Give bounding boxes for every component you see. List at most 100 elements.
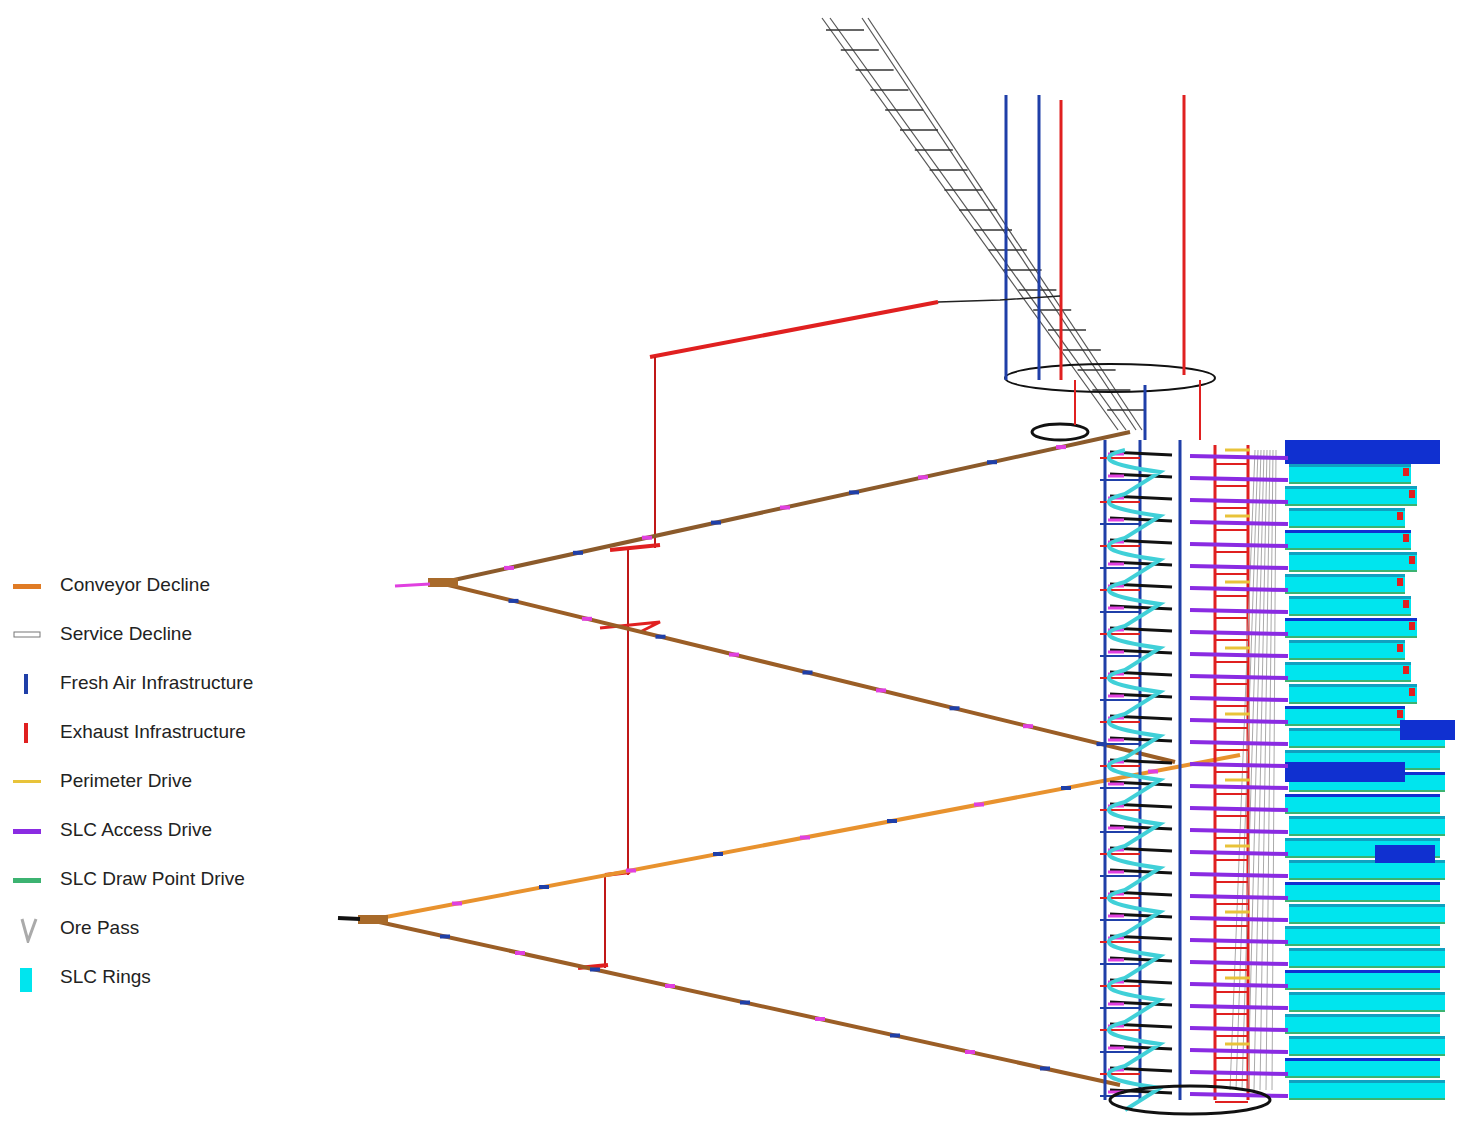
vent-drive xyxy=(1215,859,1248,861)
decline-marker xyxy=(890,1034,900,1038)
fresh-air-raise xyxy=(1139,440,1142,1100)
decline-marker xyxy=(849,490,859,494)
perimeter-drive xyxy=(1225,647,1250,650)
draw-point-drive xyxy=(1289,922,1445,924)
slc-ring xyxy=(1289,992,1445,1012)
portal-marker xyxy=(1108,915,1124,918)
vent-drive xyxy=(1215,947,1248,949)
slc-access-drive xyxy=(1190,896,1288,898)
legend-label: Exhaust Infrastructure xyxy=(60,721,246,743)
vent-drive xyxy=(1100,1051,1140,1053)
ramp-rung xyxy=(1092,389,1130,391)
vent-drive xyxy=(1100,1007,1140,1009)
decline-marker xyxy=(965,1050,975,1054)
legend-row: SLC Rings xyxy=(0,962,330,992)
vent-drive xyxy=(1100,853,1140,855)
legend-row: Fresh Air Infrastructure xyxy=(0,668,330,698)
vent-drive xyxy=(1100,985,1140,987)
slc-access-drive xyxy=(1190,918,1288,920)
draw-point-drive xyxy=(1285,592,1405,594)
ramp-rung xyxy=(915,149,953,151)
slc-ring xyxy=(1289,1080,1445,1100)
slc-access-drive xyxy=(1190,632,1288,634)
decline-marker xyxy=(887,819,897,823)
legend-row: Conveyor Decline xyxy=(0,570,330,600)
perimeter-drive xyxy=(1225,449,1250,452)
legend-row: SLC Access Drive xyxy=(0,815,330,845)
ring-edge xyxy=(1289,464,1411,467)
vent-drive xyxy=(1215,1101,1248,1103)
ring-edge xyxy=(1289,640,1405,643)
vent-drive xyxy=(1215,683,1248,685)
slc-ring xyxy=(1289,904,1445,924)
slc-ring xyxy=(1285,662,1411,682)
exhaust-point xyxy=(1397,512,1403,520)
slc-access-drive xyxy=(1190,808,1288,810)
slc-ring xyxy=(1285,486,1417,506)
ramp-rung xyxy=(1107,409,1145,411)
slc-access-drive xyxy=(1190,940,1288,942)
slc-access-drive xyxy=(1190,984,1288,986)
decline-marker xyxy=(974,803,984,807)
decline-marker xyxy=(582,617,592,621)
vent-drive xyxy=(1215,617,1248,619)
perimeter-drive xyxy=(1225,845,1250,848)
perimeter-drive xyxy=(1225,911,1250,914)
decline-marker xyxy=(504,566,514,570)
portal-marker xyxy=(1108,959,1124,962)
vent-drive xyxy=(1215,485,1248,487)
vent-drive xyxy=(1100,721,1140,723)
slc-ring xyxy=(1289,948,1445,968)
vent-drive xyxy=(1215,1057,1248,1059)
ramp-rung xyxy=(944,189,982,191)
vent-drive xyxy=(1215,573,1248,575)
draw-point-drive xyxy=(1289,966,1445,968)
ring-edge xyxy=(1285,706,1405,709)
slc-ring xyxy=(1289,508,1405,528)
vent-drive xyxy=(1100,963,1140,965)
legend-swatch xyxy=(13,878,41,883)
ring-edge xyxy=(1289,1036,1445,1039)
slc-ring xyxy=(1285,882,1440,902)
portal-marker xyxy=(1108,695,1124,698)
slc-ring xyxy=(1289,640,1405,660)
ramp-rung xyxy=(1004,269,1042,271)
slc-access-drive xyxy=(1190,852,1288,854)
ring-edge xyxy=(1285,574,1405,577)
decline-marker xyxy=(515,951,525,955)
vent-drive xyxy=(1100,501,1140,503)
slc-ring xyxy=(1285,706,1405,726)
vent-drive xyxy=(1215,507,1248,509)
legend-label: SLC Access Drive xyxy=(60,819,212,841)
draw-point-drive xyxy=(1289,790,1445,792)
decline-marker xyxy=(656,635,666,639)
vent-drive xyxy=(1215,1013,1248,1015)
vent-drive xyxy=(1100,1029,1140,1031)
vent-drive xyxy=(1100,743,1140,745)
slc-ring xyxy=(1285,926,1440,946)
draw-point-drive xyxy=(1285,680,1411,682)
slc-access-drive xyxy=(1190,764,1288,766)
vent-drive xyxy=(1215,771,1248,773)
slc-access-drive xyxy=(1190,500,1288,502)
ring-edge xyxy=(1289,1080,1445,1083)
ring-edge xyxy=(1289,904,1445,907)
ring-edge xyxy=(1285,794,1440,797)
decline-marker xyxy=(539,885,549,889)
slc-access-drive xyxy=(1190,830,1288,832)
vent-drive xyxy=(1100,611,1140,613)
ring-edge xyxy=(1289,552,1417,555)
vent-drive xyxy=(1215,1079,1248,1081)
draw-point-drive xyxy=(1285,812,1440,814)
vent-drive xyxy=(1100,897,1140,899)
slc-ring xyxy=(1285,970,1440,990)
decline-marker xyxy=(665,984,675,988)
slc-ring xyxy=(1285,574,1405,594)
ore-pass-sample xyxy=(22,919,36,941)
vent-drive xyxy=(1100,875,1140,877)
draw-point-drive xyxy=(1289,614,1411,616)
vent-drive xyxy=(1100,589,1140,591)
fresh-air-raise xyxy=(1179,440,1182,1100)
ring-edge xyxy=(1285,970,1440,973)
decline-marker xyxy=(740,1001,750,1005)
